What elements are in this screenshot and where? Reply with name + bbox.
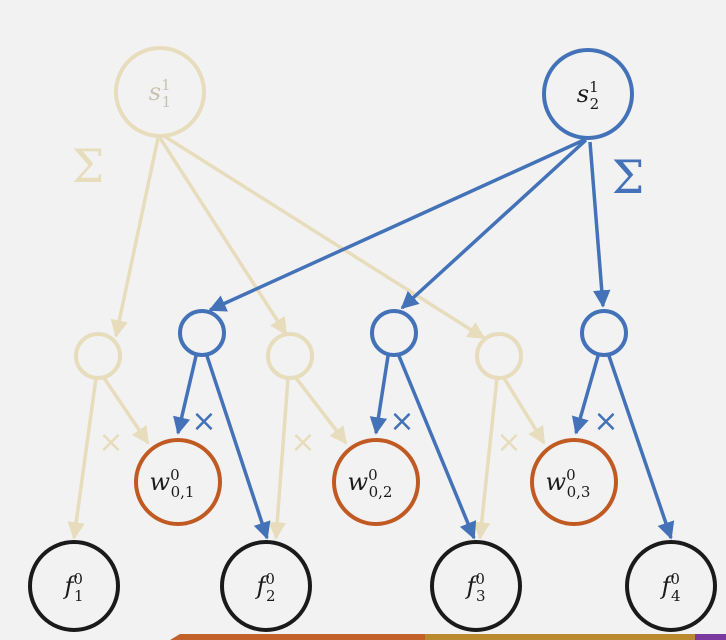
weight-node-w03-circle: [530, 438, 618, 526]
node-s1-circle: [114, 46, 206, 138]
edge-product3-to-w03: [502, 377, 546, 445]
product-node-faded-3: [475, 332, 523, 380]
edge-s1-to-product2: [158, 137, 288, 336]
edge-s1-to-product1: [110, 137, 160, 338]
edge-s1-to-product3: [163, 134, 486, 340]
edge-s2-to-product3: [588, 141, 611, 308]
bottom-bar-segment-2: [425, 634, 695, 640]
edge-bproduct2-to-f3: [397, 355, 477, 540]
leaf-node-f3-circle: [430, 540, 522, 632]
faded-edges: [67, 134, 546, 540]
leaf-node-f4-circle: [625, 540, 717, 632]
product-symbol-blue-2: ×: [389, 404, 414, 439]
bottom-bar: [170, 634, 726, 640]
product-symbol-blue-3: ×: [593, 404, 618, 439]
edge-bproduct1-to-w01: [173, 355, 198, 435]
edge-product3-to-f3: [472, 377, 499, 540]
product-symbol-faded-2: ×: [290, 425, 315, 460]
edge-bproduct3-to-f4: [607, 355, 675, 540]
product-node-blue-3: [580, 309, 628, 357]
product-node-faded-2: [266, 332, 314, 380]
edge-product2-to-f2: [268, 377, 290, 540]
sum-symbol-s2: Σ: [612, 150, 645, 204]
weight-node-w02-circle: [332, 438, 420, 526]
edge-bproduct1-to-f2: [205, 355, 271, 540]
product-node-blue-1: [178, 309, 226, 357]
edge-s2-to-product1: [208, 138, 585, 312]
edge-product1-to-w01: [102, 377, 150, 445]
edge-product1-to-f1: [67, 377, 98, 540]
blue-edges: [173, 138, 675, 540]
product-symbol-blue-1: ×: [191, 404, 216, 439]
bottom-bar-segment-1: [170, 634, 425, 640]
edge-bproduct3-to-w03: [571, 355, 600, 435]
sum-symbol-s1: Σ: [72, 139, 105, 193]
leaf-node-f2-circle: [220, 540, 312, 632]
edge-s2-to-product2: [400, 138, 588, 310]
leaf-node-f1-circle: [28, 540, 120, 632]
product-symbol-faded-1: ×: [98, 425, 123, 460]
product-node-faded-1: [74, 332, 122, 380]
product-symbol-faded-3: ×: [496, 425, 521, 460]
bottom-bar-segment-3: [695, 634, 726, 640]
weight-node-w01-circle: [134, 438, 222, 526]
edge-bproduct2-to-w02: [369, 355, 390, 435]
node-s2-circle: [542, 48, 634, 140]
product-node-blue-2: [370, 309, 418, 357]
edge-product2-to-w02: [294, 376, 348, 445]
